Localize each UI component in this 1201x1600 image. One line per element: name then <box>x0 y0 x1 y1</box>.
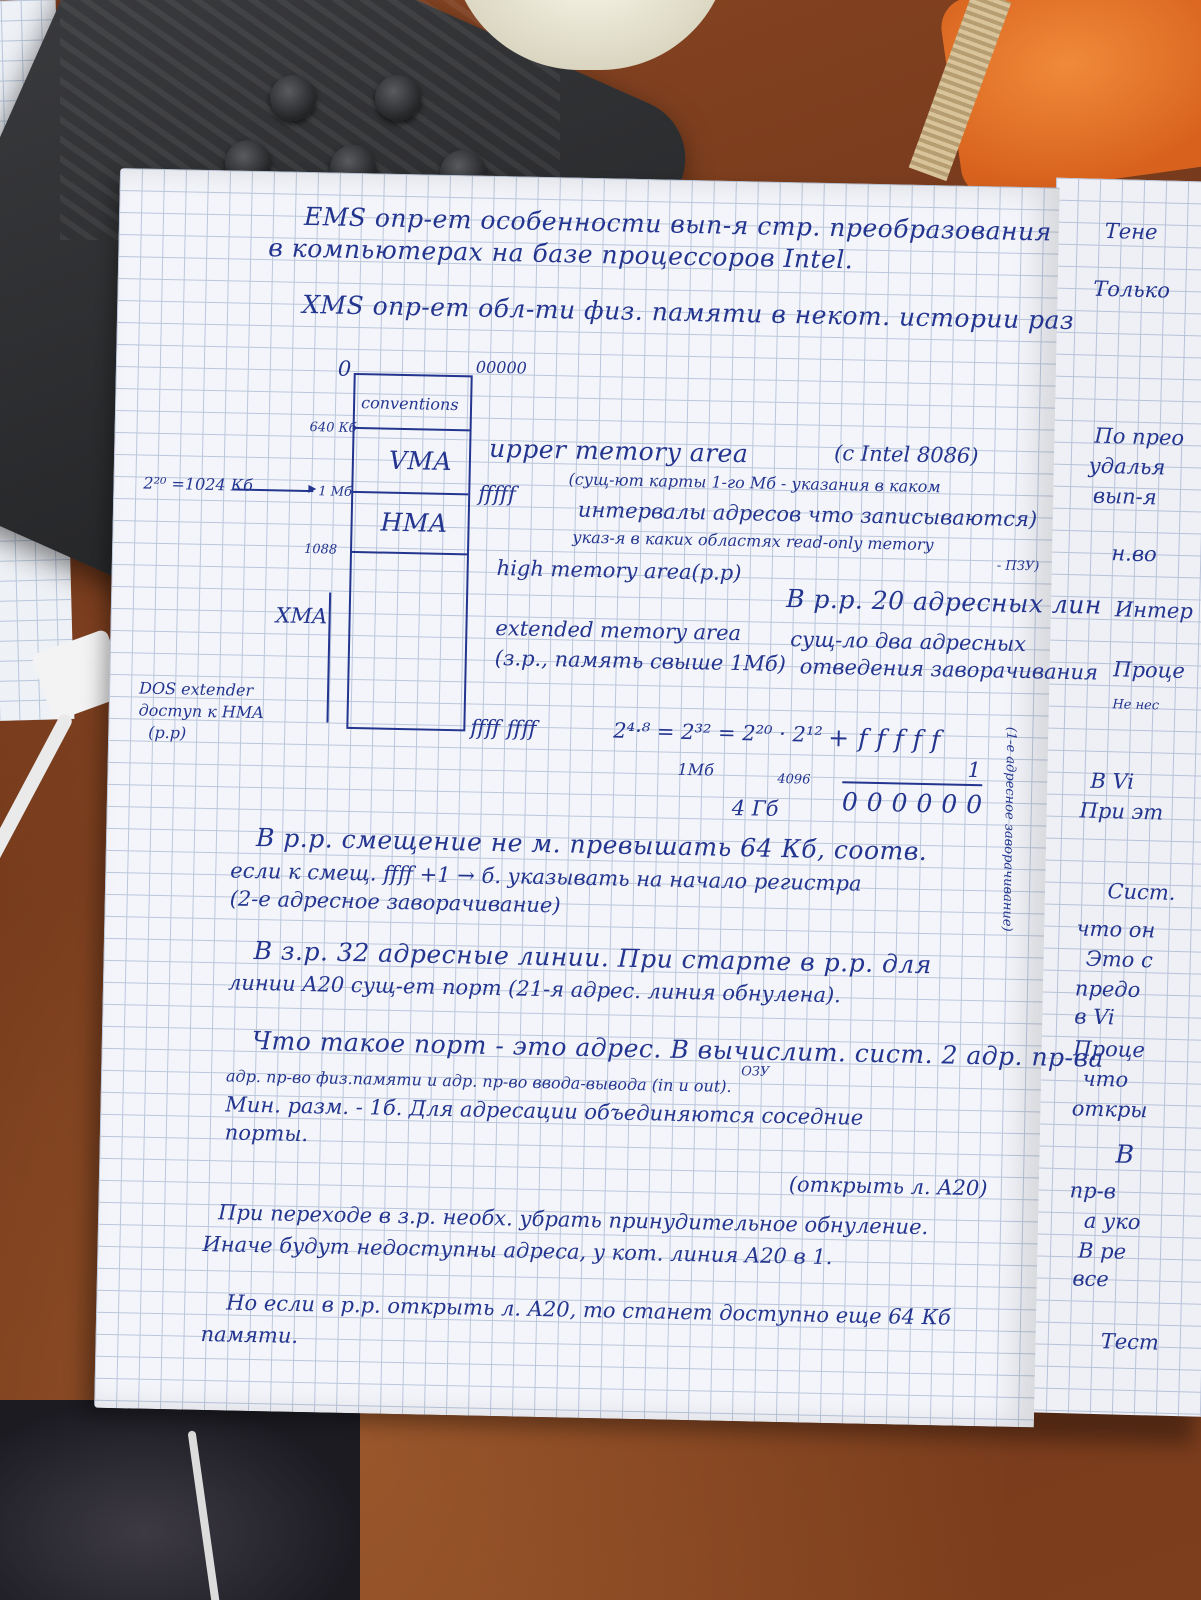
right-page-line: а уко <box>1083 1208 1141 1235</box>
right-page-line: откры <box>1071 1096 1148 1123</box>
right-page-line: в Vi <box>1073 1004 1115 1030</box>
addr-1088: 1088 <box>303 541 338 558</box>
hex-add: + f f f f f <box>827 722 941 755</box>
right-page-line: Тест <box>1100 1329 1160 1355</box>
fabric <box>0 1400 360 1600</box>
paragraph-line: памяти. <box>200 1321 299 1348</box>
right-page-line: Проце <box>1113 657 1186 684</box>
addr-640kb: 640 Кб <box>309 420 357 437</box>
paragraph-line: Иначе будут недоступны адреса, у кот. ли… <box>202 1231 833 1270</box>
right-page-line: По прео <box>1094 423 1185 451</box>
extended-memory-label: extended memory area <box>495 615 742 646</box>
right-page-line: Тене <box>1104 218 1158 245</box>
hex-result: 0 0 0 0 0 0 <box>841 787 983 820</box>
right-page-line: В Vi <box>1090 768 1135 794</box>
region-vma: VMA <box>388 445 453 477</box>
upper-memory-label: upper memory area <box>488 433 749 469</box>
paragraph-line: линии A20 сущ-ет порт (21-я адрес. линия… <box>227 970 842 1008</box>
formula-4gb: 4 Гб <box>731 795 779 821</box>
left-formula: 2²⁰ =1024 Кб <box>143 473 254 495</box>
right-page-line: вып-я <box>1092 483 1158 510</box>
right-page-line: В ре <box>1077 1238 1127 1264</box>
paragraph-line: При переходе в з.р. необх. убрать принуд… <box>217 1200 929 1240</box>
phone-case-bump <box>270 75 316 121</box>
ozu-note: ОЗУ <box>741 1064 770 1080</box>
right-page-line: Это с <box>1085 946 1154 973</box>
hex-one: 1 <box>967 757 982 783</box>
xma-label: XMA <box>275 603 328 629</box>
xms-line: XMS опр-ет обл-ти физ. памяти в некот. и… <box>301 289 1075 336</box>
right-page-line: При эт <box>1079 798 1164 825</box>
notebook-page: EMS опр-ет особенности вып-я стр. преобр… <box>94 168 1104 1428</box>
right-page-line: удалья <box>1088 453 1166 480</box>
right-page-line: пр-в <box>1069 1178 1117 1204</box>
rr-note: отведения заворачивания <box>799 654 1099 685</box>
right-page-line: все <box>1072 1266 1110 1292</box>
addr-end: ffff ffff <box>470 715 537 741</box>
addr-00000: 00000 <box>475 357 528 378</box>
rr-note: В р.р. 20 адресных лин <box>785 584 1103 620</box>
right-page-line: Только <box>1092 276 1171 303</box>
paragraph-line: Но если в р.р. открыть л. A20, то станет… <box>226 1290 951 1330</box>
addr-1mb: 1 Мб <box>318 484 353 500</box>
paragraph-line: (2-е адресное заворачивание) <box>229 886 561 918</box>
open-a20-note: (открыть л. A20) <box>788 1172 988 1201</box>
power-formula: 2⁴·⁸ = 2³² = 2²⁰ · 2¹² <box>613 718 823 747</box>
high-memory-label: high memory area(р.р) <box>496 555 742 586</box>
phone-case-bump <box>375 75 421 121</box>
uma-note: (сущ-ют карты 1-го Мб - указания в каком <box>568 469 941 497</box>
right-page-line: Сист. <box>1107 879 1176 905</box>
right-page-line: Не нес <box>1112 697 1160 714</box>
arrow-head-icon: ▸ <box>308 478 317 498</box>
extended-memory-note: (з.р., память свыше 1Мб) <box>494 645 787 677</box>
formula-4096: 4096 <box>777 771 811 788</box>
formula-1mb: 1Мб <box>677 759 715 780</box>
right-page-line: н.во <box>1111 541 1158 567</box>
paragraph-line: В р.р. смещение не м. превышать 64 Кб, с… <box>255 822 928 867</box>
dos-extender: DOS extender <box>138 678 254 700</box>
dos-mode: (р.р) <box>147 722 187 743</box>
paragraph-line: порты. <box>224 1120 309 1147</box>
paragraph-line: адр. пр-во физ.памяти и адр. пр-во ввода… <box>225 1066 732 1097</box>
intel-8086-note: (с Intel 8086) <box>833 441 979 469</box>
rr-note: сущ-ло два адресных <box>790 627 1027 657</box>
right-page-line: что он <box>1076 916 1156 943</box>
region-hma: HMA <box>380 507 448 538</box>
addr-fffff: fffff <box>478 481 517 507</box>
uma-note: - ПЗУ) <box>996 558 1040 575</box>
sum-line <box>842 781 983 787</box>
right-page-line: предо <box>1074 976 1141 1003</box>
vertical-note: (1-е адресное заворачивание) <box>999 726 1019 932</box>
addr-zero: 0 <box>337 356 352 381</box>
paragraph-line: Мин. разм. - 1б. Для адресации объединяю… <box>225 1092 864 1130</box>
uma-note: указ-я в каких областях read-only memory <box>572 527 934 555</box>
dos-access: доступ к HMA <box>138 700 264 723</box>
right-page-line: В <box>1115 1139 1135 1169</box>
region-conventions: conventions <box>360 393 459 415</box>
uma-note: интервалы адресов что записываются) <box>577 497 1038 532</box>
paragraph-line: Что такое порт - это адрес. В вычислит. … <box>251 1025 1105 1073</box>
right-page-line: Интер <box>1114 597 1194 624</box>
